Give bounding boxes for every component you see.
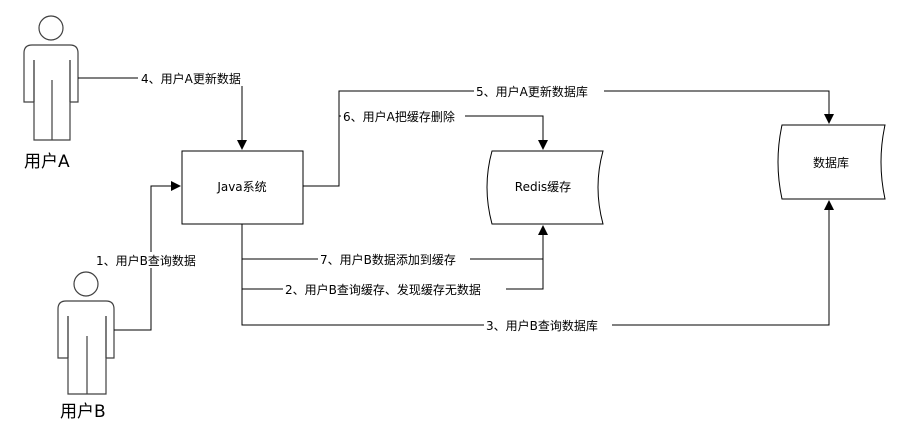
- redis-cache-shape: [486, 150, 604, 225]
- redis-cache-label: Redis缓存: [515, 180, 571, 194]
- java-system-label: Java系统: [216, 180, 266, 194]
- edge-2-label: 2、用户B查询缓存、发现缓存无数据: [285, 282, 481, 297]
- database-shape: [777, 124, 886, 200]
- edge-1-label-bg: [94, 252, 208, 268]
- user-b-label: 用户B: [60, 402, 106, 422]
- database-label: 数据库: [813, 155, 849, 170]
- user-a-label: 用户A: [24, 152, 70, 172]
- edge-7-label: 7、用户B数据添加到缓存: [320, 252, 456, 267]
- edge-6-label: 6、用户A把缓存删除: [343, 109, 455, 124]
- edge-5-arrow: [303, 90, 834, 187]
- edge-7-label-bg: [318, 251, 470, 267]
- edge-6-label-bg: [341, 108, 465, 124]
- user-b-actor: [57, 271, 115, 395]
- edge-3-label: 3、用户B查询数据库: [486, 318, 598, 333]
- edge-3-label-bg: [484, 317, 612, 333]
- edge-5-label: 5、用户A更新数据库: [476, 84, 588, 99]
- edge-4-label: 4、用户A更新数据: [141, 71, 241, 86]
- edge-5-label-bg: [474, 83, 604, 99]
- edge-4-label-bg: [138, 70, 256, 86]
- edge-4-arrow: [78, 77, 247, 150]
- user-a-actor: [23, 15, 79, 141]
- edge-1-label: 1、用户B查询数据: [96, 253, 196, 268]
- edge-2-label-bg: [283, 281, 506, 297]
